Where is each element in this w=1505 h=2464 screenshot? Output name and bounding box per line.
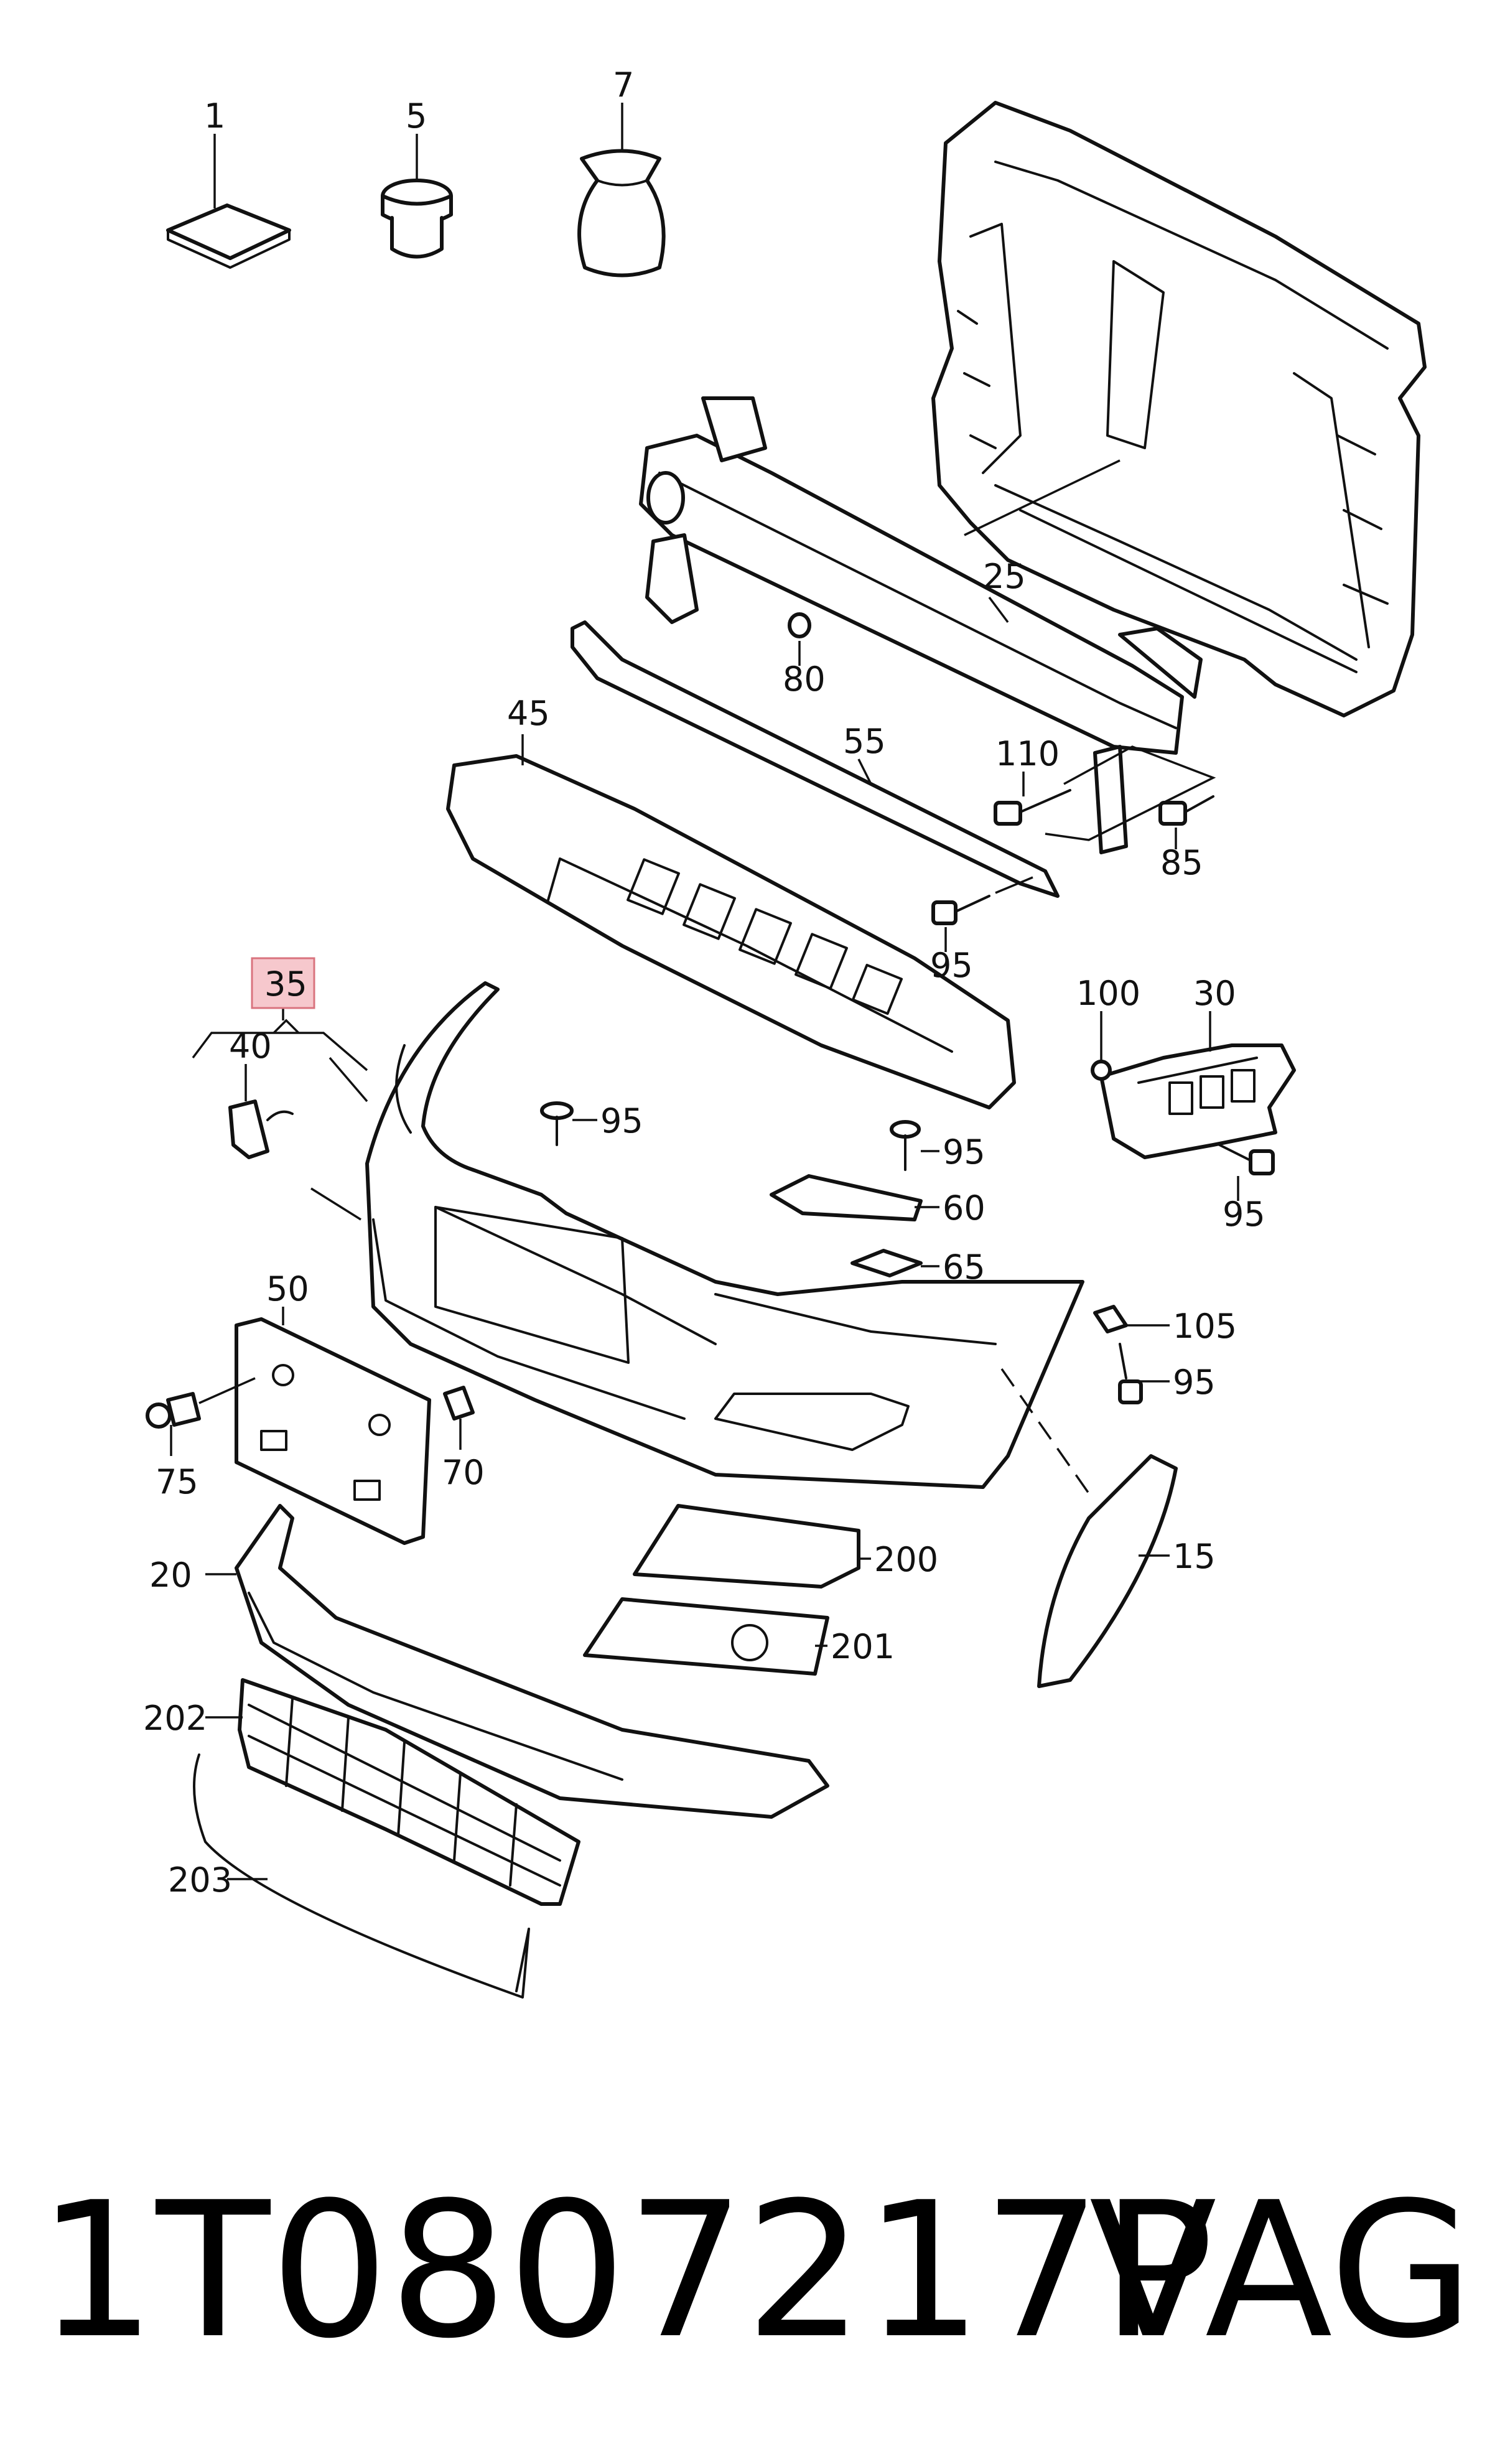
callout-202: 202 <box>143 1699 207 1738</box>
callout-95-d: 95 <box>1223 1195 1265 1234</box>
callout-1: 1 <box>204 96 225 136</box>
callout-100: 100 <box>1076 974 1140 1013</box>
part-100-clip <box>1091 1011 1112 1081</box>
callout-55: 55 <box>843 722 886 761</box>
part-35-bumper-cover <box>192 981 1084 1489</box>
part-95-screw-c <box>540 1101 597 1146</box>
part-5-plug <box>381 134 453 259</box>
radiator-support-frame <box>931 101 1427 717</box>
part-55-strip <box>571 620 1060 898</box>
callout-60: 60 <box>943 1188 985 1228</box>
part-60-bracket <box>770 1174 939 1221</box>
callout-45: 45 <box>507 694 550 733</box>
part-201-fog-grille <box>583 1597 829 1676</box>
part-95-screw-a <box>931 876 1033 952</box>
part-200-trim <box>633 1504 871 1589</box>
part-95-screw-e <box>1118 1343 1170 1404</box>
brand-label: VAG <box>1089 2162 1474 2379</box>
callout-75: 75 <box>156 1462 198 1501</box>
part-80-nut <box>788 612 811 666</box>
part-50-plate-bracket <box>235 1307 431 1545</box>
callout-95-b: 95 <box>600 1101 643 1141</box>
callout-50: 50 <box>266 1269 309 1309</box>
part-number: 1T0807217P <box>37 2162 1214 2379</box>
callout-25: 25 <box>983 557 1026 596</box>
callout-labels: 1 5 7 25 80 45 55 110 85 95 35 40 100 30… <box>143 65 1265 1900</box>
part-85-bolt <box>1045 745 1216 849</box>
callout-35: 35 <box>264 964 307 1004</box>
callout-105: 105 <box>1173 1307 1237 1346</box>
part-70-clip <box>443 1386 475 1450</box>
part-30-bracket <box>1099 1011 1296 1159</box>
callout-203: 203 <box>168 1860 232 1900</box>
callout-80: 80 <box>783 660 826 699</box>
footer: 1T0807217P VAG <box>0 2140 1505 2402</box>
part-1-pad <box>166 134 291 269</box>
callout-201: 201 <box>831 1627 895 1666</box>
part-40-cap <box>228 1064 294 1159</box>
callout-15: 15 <box>1173 1537 1216 1576</box>
callout-95-c: 95 <box>943 1132 985 1172</box>
callout-65: 65 <box>943 1248 985 1287</box>
part-105-clip <box>1093 1305 1170 1333</box>
callout-95-e: 95 <box>1173 1363 1216 1402</box>
part-202-grille <box>205 1678 580 1906</box>
callout-35-highlight <box>251 957 315 1009</box>
callout-20: 20 <box>149 1556 192 1595</box>
part-20-spoiler <box>205 1504 829 1819</box>
part-15-arch-trim <box>1000 1368 1178 1688</box>
callout-70: 70 <box>442 1453 485 1492</box>
part-25-impact-beam <box>639 396 1203 854</box>
part-45-absorber <box>446 734 1016 1109</box>
callout-40: 40 <box>229 1027 272 1066</box>
part-95-screw-b <box>1218 1144 1275 1201</box>
part-203-chrome-strip <box>193 1753 530 1999</box>
callout-5: 5 <box>406 96 427 136</box>
callout-7: 7 <box>613 65 634 105</box>
part-75-clip <box>146 1377 256 1456</box>
part-65-pad <box>850 1249 939 1277</box>
callout-110: 110 <box>995 734 1060 773</box>
part-95-screw-d <box>890 1120 939 1171</box>
part-110-bolt <box>994 772 1071 826</box>
part-7-bag <box>577 103 666 278</box>
callout-30: 30 <box>1193 974 1236 1013</box>
callout-85: 85 <box>1160 843 1203 882</box>
callout-200: 200 <box>874 1540 938 1579</box>
callout-95-a: 95 <box>930 946 973 985</box>
